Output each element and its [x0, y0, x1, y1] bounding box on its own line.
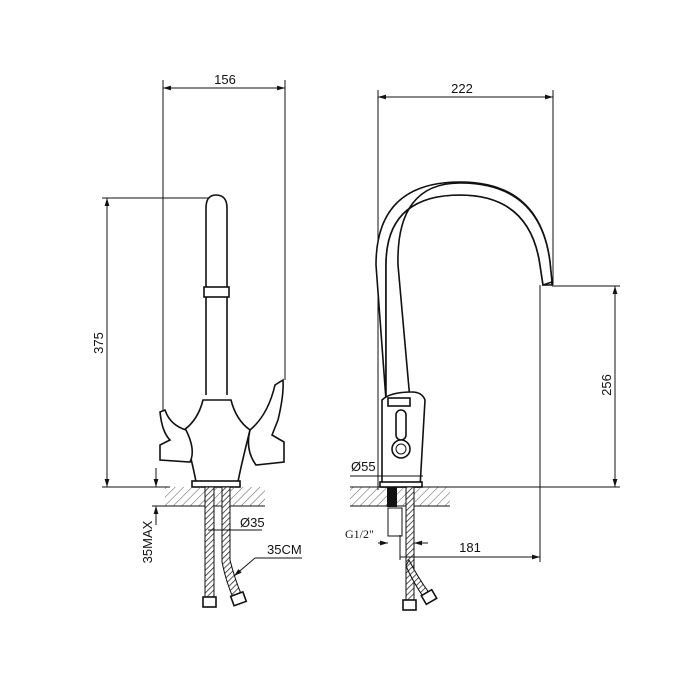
hose-nut	[229, 590, 248, 607]
body-cap	[387, 397, 411, 407]
reach-dimension-label: 222	[451, 81, 473, 96]
base-ring	[191, 480, 241, 488]
front-view: 156 375 35MAX Ø35	[91, 72, 302, 608]
handle-hub-inner	[395, 443, 407, 455]
thread-connector	[387, 507, 403, 537]
thread-label: G1/2"	[345, 527, 374, 541]
hose-left	[204, 486, 215, 598]
spout-height-label: 256	[599, 374, 614, 396]
offset-dimension-label: 181	[459, 540, 481, 555]
left-handle	[159, 408, 194, 463]
countertop-section	[165, 487, 265, 506]
width-dimension-label: 156	[214, 72, 236, 87]
hole-diameter-label: Ø35	[240, 515, 265, 530]
hose-nut	[202, 596, 217, 608]
side-countertop-section	[350, 487, 450, 506]
mounting-stud	[387, 487, 397, 507]
right-handle	[247, 378, 285, 466]
hose-nut	[402, 599, 417, 611]
hose-length-label: 35CM	[267, 542, 302, 557]
base-diameter-label: Ø55	[351, 459, 376, 474]
side-handle	[395, 409, 407, 441]
mixer-body	[183, 399, 251, 483]
handle-hub	[391, 439, 411, 459]
hose-leader-arrow	[233, 557, 256, 577]
spout-ring	[203, 286, 230, 298]
side-base-ring	[379, 481, 423, 488]
gooseneck-spout	[385, 182, 553, 401]
side-hose	[405, 486, 415, 603]
hose-nut	[420, 588, 438, 606]
height-dimension-label: 375	[91, 332, 106, 354]
side-view: 222 Ø55 G1/2" 181	[345, 81, 620, 611]
thickness-dimension-label: 35MAX	[140, 520, 155, 563]
